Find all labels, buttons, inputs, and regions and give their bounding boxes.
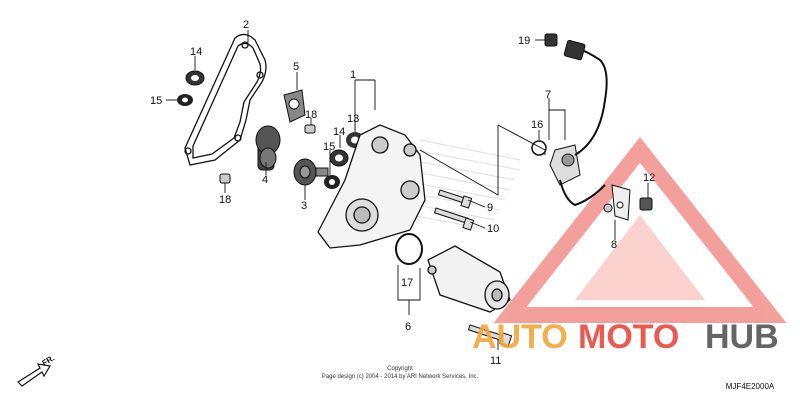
callout-19: 19: [518, 35, 530, 47]
bolt-11: [467, 324, 513, 347]
bolt-12: [639, 197, 653, 211]
o-ring-17: [395, 233, 423, 265]
dowel-pin-18-a: [304, 124, 316, 134]
callout-6: 6: [405, 321, 411, 333]
bracket-8: [611, 184, 631, 221]
direction-label: FR.: [41, 353, 57, 367]
dowel-pin-18-b: [219, 173, 231, 184]
motor-6: [427, 245, 511, 313]
callout-18-bottom: 18: [219, 194, 231, 206]
callout-8: 8: [611, 239, 617, 251]
gear-4: [255, 125, 281, 171]
bolt-10: [433, 207, 475, 231]
callout-15-right: 15: [323, 141, 335, 153]
gear-3: [293, 158, 329, 186]
watermark-text: AUTO MOTO HUB: [472, 318, 779, 356]
o-ring-16: [531, 140, 547, 156]
callout-18-top: 18: [305, 109, 317, 121]
callout-15-left: 15: [150, 95, 162, 107]
watermark-triangle: [493, 137, 787, 323]
callout-17: 17: [401, 277, 413, 289]
diagram-code: MJF4E2000A: [726, 382, 775, 391]
callout-12: 12: [643, 172, 655, 184]
callout-3: 3: [301, 200, 307, 212]
housing-1: [317, 124, 426, 249]
bearing-14-left: [185, 70, 205, 86]
bolt-9: [437, 189, 473, 209]
callout-10: 10: [487, 223, 499, 235]
wire-harness: [559, 47, 608, 207]
callout-numbers: 2 14 15 5 18 1 13 14 15 4 3 18 9 10 7 16…: [150, 19, 655, 367]
shift-part-5: [283, 89, 306, 123]
seal-15-left: [177, 94, 193, 106]
callout-16: 16: [531, 119, 543, 131]
callout-7: 7: [545, 89, 551, 101]
callout-4: 4: [262, 174, 268, 186]
callout-13: 13: [347, 113, 359, 125]
callout-14-right: 14: [333, 126, 345, 138]
connector-19: [544, 33, 586, 61]
copyright-line-1: Copyright: [387, 366, 413, 372]
leader-lines: [166, 30, 649, 350]
gasket: [184, 33, 267, 166]
seal-15-right: [324, 175, 340, 189]
front-direction-arrow: FR.: [17, 353, 57, 387]
callout-5: 5: [293, 61, 299, 73]
callout-11: 11: [490, 355, 501, 367]
washer-8: [603, 203, 613, 213]
copyright-line-2: Page design (c) 2004 - 2014 by ARI Netwo…: [322, 374, 479, 380]
callout-9: 9: [487, 202, 493, 214]
callout-2: 2: [243, 19, 249, 31]
callout-14-left: 14: [190, 46, 202, 58]
watermark-part-hub: HUB: [705, 318, 779, 356]
sensor-7: [549, 144, 581, 186]
watermark-part-moto: MOTO: [578, 318, 679, 356]
callout-1: 1: [350, 69, 356, 81]
watermark-part-auto: AUTO: [472, 318, 568, 356]
